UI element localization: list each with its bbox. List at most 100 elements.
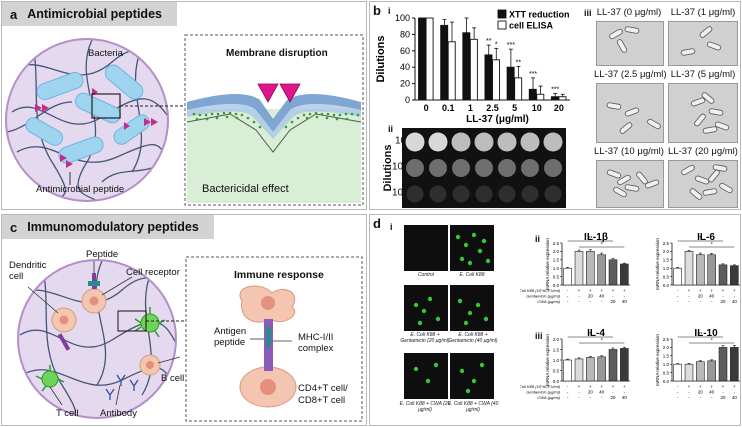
colony-2-4: [498, 185, 516, 203]
x-tick-label-0: 0: [424, 103, 429, 113]
fluor-image-2: [404, 285, 448, 331]
legend-label-1: cell ELISA: [509, 21, 554, 31]
d-sig-a-3: **: [698, 332, 702, 338]
sig-xtt-5: ***: [529, 71, 537, 78]
fluor-spot-21: [459, 368, 465, 374]
fluor-spot-12: [417, 320, 423, 326]
micro-cell-4-3: [636, 171, 648, 185]
colony-2-6: [544, 185, 562, 203]
d-row-val-3-1-3: 40: [709, 390, 715, 395]
x-tick-label-4: 5: [512, 103, 517, 113]
receptor-label: Cell receptor: [126, 267, 180, 278]
dendritic-label: Dendritic cell: [9, 260, 47, 282]
mhc-label: MHC-I/II complex: [298, 332, 334, 354]
d-row-val-1-1-3: 40: [709, 294, 715, 299]
micro-cell-3-4: [714, 121, 730, 131]
micro-cell-3-0: [690, 97, 706, 107]
micro-cell-4-2: [624, 184, 640, 192]
d-row-val-2-0-4: +: [612, 384, 615, 389]
d-ytick-label-1-5: 2.5: [663, 241, 670, 246]
d-bar-0-0: [563, 267, 572, 286]
d-row-val-2-0-2: +: [589, 384, 592, 389]
d-row-val-0-2-1: -: [578, 299, 580, 304]
panel-c: c Immunomodulatory peptides: [1, 214, 367, 426]
d-row-val-2-2-4: 20: [610, 395, 616, 400]
colony-2-5: [521, 185, 539, 203]
d-row-val-2-1-0: -: [567, 390, 569, 395]
fluor-label-3: E. Coli K88 + Gentamicin (40 μg/ml): [448, 332, 498, 344]
micro-cell-5-5: [689, 188, 703, 200]
micro-cell-5-1: [694, 175, 710, 185]
colony-1-5: [521, 159, 539, 177]
fluor-label-2: E. Coli K88 + Gentamicin (20 μg/ml): [400, 332, 450, 344]
d-ytick-label-1-3: 1.5: [663, 258, 670, 263]
d-sig-b-1: *: [711, 242, 713, 248]
legend-swatch-1: [497, 20, 507, 30]
d-row-val-3-2-3: -: [711, 395, 713, 400]
fluor-spot-10: [427, 296, 433, 302]
micro-cell-1-0: [699, 26, 713, 38]
colony-0-2: [451, 132, 471, 152]
d-row-val-0-2-2: -: [590, 299, 592, 304]
panel-d-letter: d: [373, 216, 381, 231]
d-row-val-1-0-3: +: [710, 288, 713, 293]
colony-1-6: [544, 159, 562, 177]
micro-cell-5-6: [712, 164, 728, 172]
micro-label-5: LL-37 (20 μg/ml): [668, 146, 738, 157]
bar-elisa-0: [425, 17, 434, 101]
d-row-val-2-2-0: -: [567, 395, 569, 400]
panel-b-sub-i: i: [388, 6, 391, 16]
d-row-label-2-2: CWA (μg/ml): [537, 395, 560, 400]
micro-cell-4-0: [606, 169, 622, 179]
micro-cell-3-3: [694, 113, 706, 127]
d-bar-2-5: [620, 348, 629, 382]
micro-cell-5-2: [708, 169, 720, 183]
d-row-val-2-0-1: +: [578, 384, 581, 389]
colony-0-6: [543, 132, 563, 152]
d-row-label-2-1: Gentamicin (μg/ml): [526, 390, 560, 395]
d-row-val-1-2-4: 20: [720, 299, 726, 304]
d-row-val-3-0-3: +: [710, 384, 713, 389]
d-row-val-0-0-1: +: [578, 288, 581, 293]
d-sig-a-1: *: [699, 236, 701, 242]
fluor-spot-4: [459, 256, 465, 262]
micro-label-0: LL-37 (0 μg/ml): [596, 7, 662, 18]
x-tick-label-2: 1: [468, 103, 473, 113]
d-row-label-2-0: E. Coli K88 (10^6CFU/ml): [520, 384, 561, 389]
fluor-spot-24: [465, 388, 471, 394]
d-row-val-2-1-2: 20: [588, 390, 594, 395]
dil-exp-1: 10-1: [392, 160, 410, 173]
colony-0-3: [474, 132, 494, 152]
micro-cell-3-2: [708, 108, 724, 116]
fluor-spot-9: [421, 308, 427, 314]
d-sig-a-2: *: [589, 332, 591, 338]
micro-cell-1-1: [706, 41, 722, 51]
d-row-val-0-2-4: 20: [610, 299, 616, 304]
antibody-label: Antibody: [100, 408, 137, 419]
micro-label-2: LL-37 (2.5 μg/ml): [594, 69, 667, 80]
bcell-label: B cell: [161, 373, 185, 384]
micro-cell-4-5: [613, 186, 627, 198]
d-ytick-label-0-2: 1.0: [553, 266, 560, 271]
fluor-spot-3: [477, 248, 483, 254]
d-row-val-0-1-2: 20: [588, 294, 594, 299]
immune-response-label: Immune response: [234, 269, 324, 281]
colony-2-2: [452, 185, 470, 203]
panel-b-sub-iii: iii: [584, 8, 592, 18]
d-row-val-0-1-3: 40: [599, 294, 605, 299]
y-tick-label-4: 80: [400, 29, 410, 39]
antimicrobial-diagram: [5, 34, 364, 206]
d-row-val-0-2-0: -: [567, 299, 569, 304]
d-ytick-label-3-2: 1.0: [663, 362, 670, 367]
fluor-spot-1: [463, 242, 469, 248]
d-row-val-3-2-5: 40: [732, 395, 738, 400]
pore-peptides: [257, 83, 301, 103]
d-row-val-1-1-5: -: [734, 294, 736, 299]
fluor-image-5: [450, 353, 494, 399]
d-ytick-label-2-4: 2.0: [553, 337, 560, 342]
fluor-label-0: Control: [417, 272, 435, 278]
fluor-image-4: [404, 353, 448, 399]
panel-c-title: Immunomodulatory peptides: [27, 220, 199, 234]
